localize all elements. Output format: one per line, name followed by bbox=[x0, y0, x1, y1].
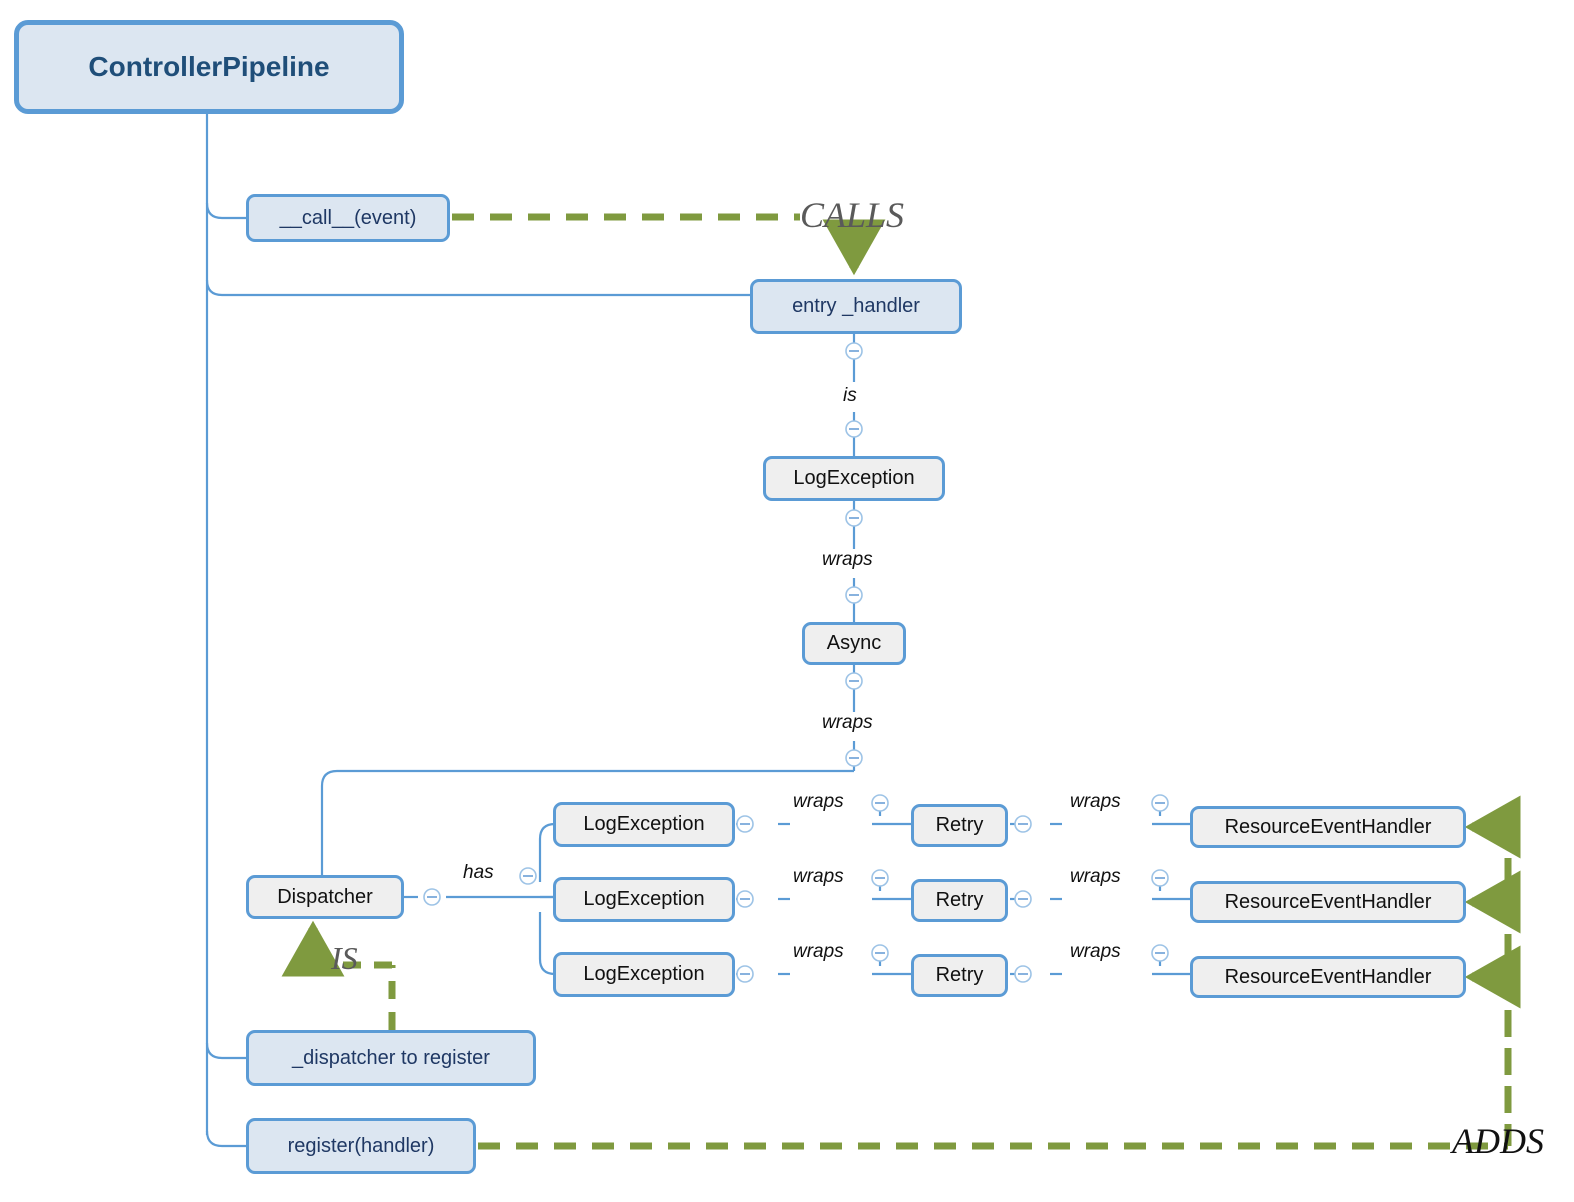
node-label: LogException bbox=[583, 963, 705, 985]
collapse-toggle-group[interactable] bbox=[423, 342, 1169, 983]
node-call-event[interactable]: __call__(event) bbox=[246, 194, 450, 242]
node-retry-row1[interactable]: Retry bbox=[911, 804, 1008, 847]
node-label: LogException bbox=[583, 813, 705, 835]
relation-label-wraps-2: wraps bbox=[822, 712, 873, 733]
node-entry-handler[interactable]: entry _handler bbox=[750, 279, 962, 334]
node-log-exception-main[interactable]: LogException bbox=[763, 456, 945, 501]
relation-label-wraps-r2b: wraps bbox=[1070, 866, 1121, 887]
node-resource-event-handler-row3[interactable]: ResourceEventHandler bbox=[1190, 956, 1466, 998]
node-retry-row2[interactable]: Retry bbox=[911, 879, 1008, 922]
relation-label-wraps-r1a: wraps bbox=[793, 791, 844, 812]
relation-label-wraps-r3b: wraps bbox=[1070, 941, 1121, 962]
node-label: ResourceEventHandler bbox=[1224, 890, 1432, 913]
node-label: LogException bbox=[793, 467, 915, 489]
node-label: ResourceEventHandler bbox=[1224, 965, 1432, 988]
node-log-exception-row2[interactable]: LogException bbox=[553, 877, 735, 922]
node-label: __call__(event) bbox=[279, 206, 417, 229]
relation-label-wraps-r2a: wraps bbox=[793, 866, 844, 887]
node-label: Async bbox=[826, 632, 882, 654]
node-label: register(handler) bbox=[287, 1134, 435, 1157]
node-label: Retry bbox=[935, 889, 984, 911]
relation-label-wraps-r1b: wraps bbox=[1070, 791, 1121, 812]
node-controller-pipeline[interactable]: ControllerPipeline bbox=[14, 20, 404, 114]
is-edge bbox=[320, 961, 396, 1030]
node-log-exception-row3[interactable]: LogException bbox=[553, 952, 735, 997]
edge-label-calls: CALLS bbox=[800, 195, 905, 235]
node-resource-event-handler-row2[interactable]: ResourceEventHandler bbox=[1190, 881, 1466, 923]
node-dispatcher[interactable]: Dispatcher bbox=[246, 875, 404, 919]
node-label: Dispatcher bbox=[277, 885, 373, 908]
node-label: entry _handler bbox=[792, 295, 920, 317]
node-resource-event-handler-row1[interactable]: ResourceEventHandler bbox=[1190, 806, 1466, 848]
green-relationship-edges bbox=[452, 213, 1512, 1150]
relation-label-wraps-r3a: wraps bbox=[793, 941, 844, 962]
node-label: LogException bbox=[583, 888, 705, 910]
edge-label-is: IS bbox=[331, 940, 358, 976]
node-label: ControllerPipeline bbox=[88, 51, 330, 82]
relation-label-is: is bbox=[843, 385, 857, 406]
tree-connectors bbox=[205, 113, 1192, 1148]
node-log-exception-row1[interactable]: LogException bbox=[553, 802, 735, 847]
adds-arrows bbox=[1464, 795, 1521, 1009]
node-dispatcher-to-register[interactable]: _dispatcher to register bbox=[246, 1030, 536, 1086]
node-register-handler[interactable]: register(handler) bbox=[246, 1118, 476, 1174]
node-label: Retry bbox=[935, 964, 984, 986]
node-label: ResourceEventHandler bbox=[1224, 815, 1432, 838]
node-label: _dispatcher to register bbox=[292, 1046, 490, 1069]
node-label: Retry bbox=[935, 814, 984, 836]
edge-label-adds: ADDS bbox=[1452, 1121, 1544, 1161]
node-retry-row3[interactable]: Retry bbox=[911, 954, 1008, 997]
relation-label-has: has bbox=[463, 862, 494, 883]
node-async[interactable]: Async bbox=[802, 622, 906, 665]
relation-label-wraps-1: wraps bbox=[822, 549, 873, 570]
